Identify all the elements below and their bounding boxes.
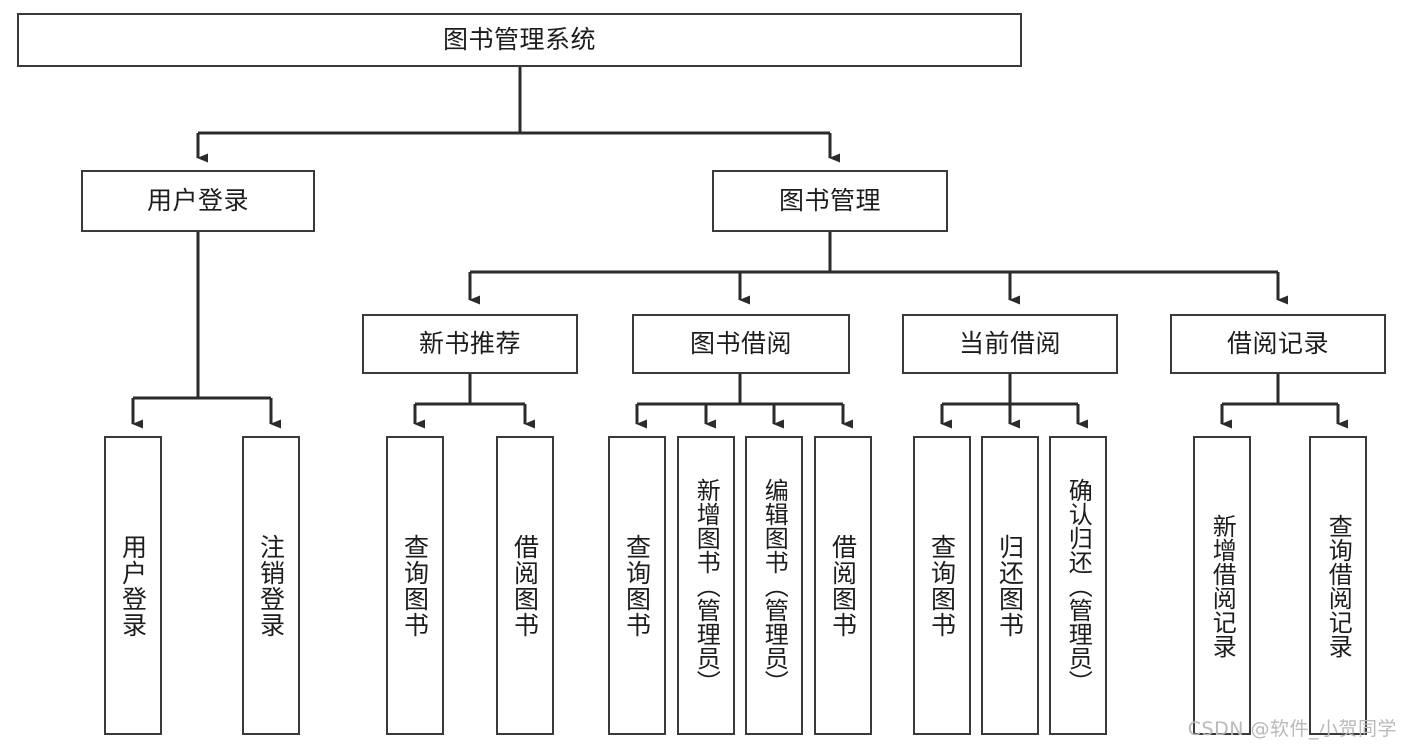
node-leaf-logout-login[interactable]: 注销登录 [242, 436, 300, 735]
node-leaf-add-book[interactable]: 新增图书（管理员） [677, 436, 735, 735]
node-leaf-borrow-book[interactable]: 借阅图书 [814, 436, 872, 735]
node-leaf-edit-book[interactable]: 编辑图书（管理员） [745, 436, 803, 735]
node-label: 新增图书（管理员） [692, 477, 721, 694]
node-label: 新增借阅记录 [1208, 513, 1237, 658]
node-label: 用户登录 [118, 533, 148, 638]
node-label: 图书借阅 [689, 328, 792, 358]
node-leaf-query-borrow-record[interactable]: 查询借阅记录 [1309, 436, 1367, 735]
watermark-text: CSDN @软件_小贺同学 [1187, 718, 1397, 740]
node-label: 当前借阅 [958, 328, 1061, 358]
node-leaf-borrow-book-recommend[interactable]: 借阅图书 [496, 436, 554, 735]
node-label: 查询图书 [400, 533, 430, 638]
node-book-management[interactable]: 图书管理 [712, 170, 948, 232]
node-root-book-management-system[interactable]: 图书管理系统 [17, 13, 1022, 67]
node-book-borrow[interactable]: 图书借阅 [632, 314, 850, 374]
node-current-borrow[interactable]: 当前借阅 [902, 314, 1118, 374]
node-leaf-query-book-borrow[interactable]: 查询图书 [608, 436, 666, 735]
node-leaf-return-book[interactable]: 归还图书 [981, 436, 1039, 735]
node-label: 图书管理系统 [442, 24, 596, 54]
node-leaf-add-borrow-record[interactable]: 新增借阅记录 [1193, 436, 1251, 735]
node-label: 图书管理 [778, 185, 881, 215]
node-label: 借阅记录 [1226, 328, 1329, 358]
node-label: 用户登录 [146, 185, 249, 215]
node-label: 查询借阅记录 [1324, 513, 1353, 658]
node-leaf-confirm-return[interactable]: 确认归还（管理员） [1049, 436, 1107, 735]
node-label: 归还图书 [995, 533, 1025, 638]
node-label: 查询图书 [622, 533, 652, 638]
node-label: 借阅图书 [510, 533, 540, 638]
node-user-login[interactable]: 用户登录 [81, 170, 315, 232]
node-label: 新书推荐 [418, 328, 521, 358]
node-leaf-query-book-recommend[interactable]: 查询图书 [386, 436, 444, 735]
node-borrow-record[interactable]: 借阅记录 [1170, 314, 1386, 374]
node-label: 查询图书 [927, 533, 957, 638]
node-leaf-query-book-current[interactable]: 查询图书 [913, 436, 971, 735]
node-label: 注销登录 [256, 533, 286, 638]
node-leaf-user-login[interactable]: 用户登录 [104, 436, 162, 735]
node-label: 确认归还（管理员） [1064, 477, 1093, 694]
node-new-book-recommend[interactable]: 新书推荐 [362, 314, 578, 374]
node-label: 编辑图书（管理员） [760, 477, 789, 694]
node-label: 借阅图书 [828, 533, 858, 638]
